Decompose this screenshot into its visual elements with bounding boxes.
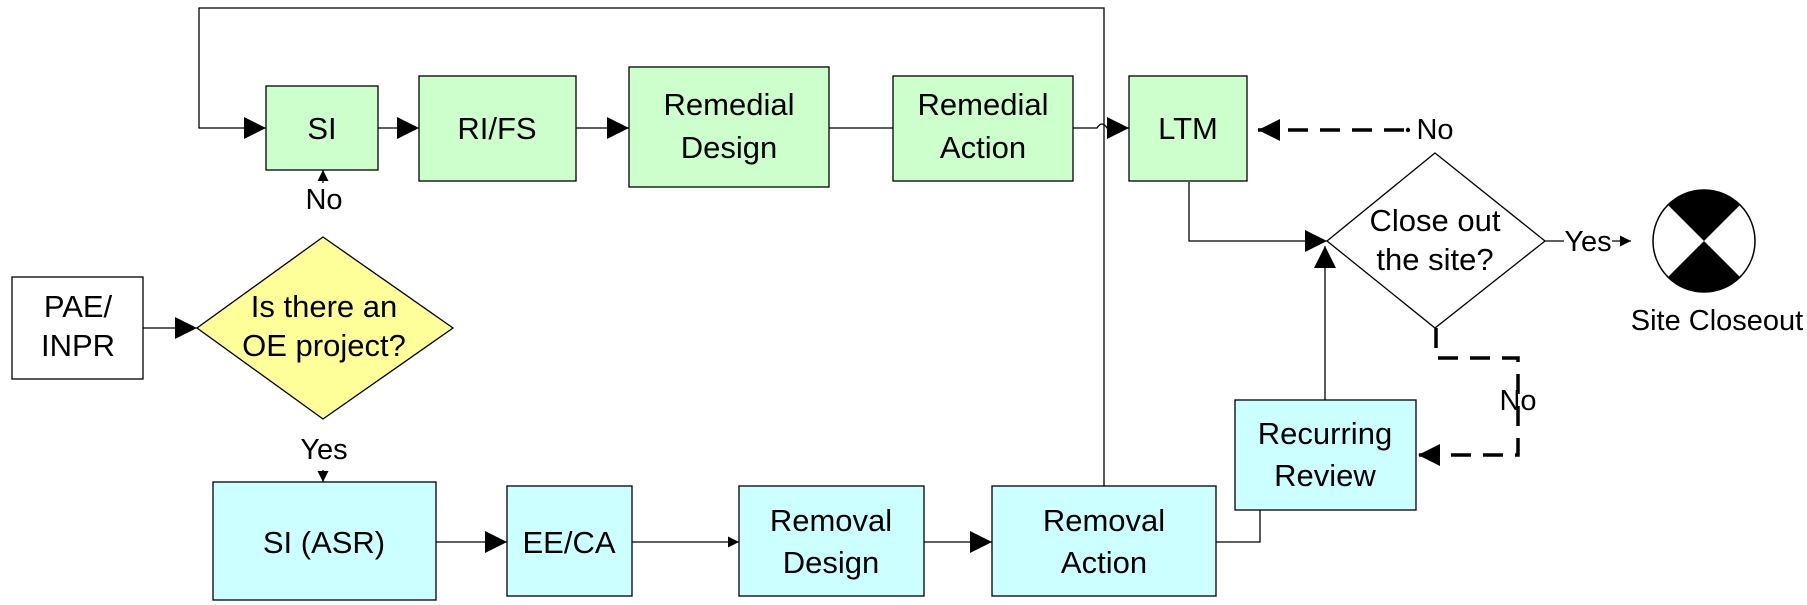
edge-removal-action-to-recurring xyxy=(1216,510,1261,543)
removal-design-box: Removal Design xyxy=(738,485,925,597)
oe-yes-label: Yes xyxy=(300,434,347,466)
pae-inpr-line1: PAE/ xyxy=(44,289,113,324)
closeout-decision: Close out the site? xyxy=(1325,152,1547,329)
removal-action-box: Removal Action xyxy=(991,485,1217,597)
ri-fs-box: RI/FS xyxy=(418,75,577,182)
oe-no-label: No xyxy=(305,184,342,216)
remedial-design-line2: Design xyxy=(681,130,778,165)
removal-action-line2: Action xyxy=(1061,545,1147,580)
removal-design-line1: Removal xyxy=(770,503,892,538)
ltm-label: LTM xyxy=(1158,111,1218,146)
closeout-yes-label: Yes xyxy=(1564,226,1611,258)
remedial-action-line1: Remedial xyxy=(918,87,1049,122)
recurring-review-box-shape xyxy=(1234,399,1417,511)
closeout-no-bottom-label: No xyxy=(1499,385,1536,417)
remedial-action-box: Remedial Action xyxy=(892,75,1074,182)
closeout-no-top-label: No xyxy=(1416,114,1453,146)
oe-project-decision-shape xyxy=(195,236,455,420)
recurring-review-line1: Recurring xyxy=(1258,416,1392,451)
pae-inpr-line2: INPR xyxy=(41,328,115,363)
closeout-decision-line1: Close out xyxy=(1370,203,1501,238)
removal-design-line2: Design xyxy=(783,545,880,580)
removal-action-line1: Removal xyxy=(1043,503,1165,538)
edge-ltm-to-closeout xyxy=(1188,182,1327,252)
si-asr-label: SI (ASR) xyxy=(263,525,385,560)
edge-feedback-to-si xyxy=(198,7,1105,486)
ltm-box-shape xyxy=(1128,75,1248,182)
removal-design-box-shape xyxy=(738,485,925,597)
closeout-symbol-icon xyxy=(1652,189,1756,293)
ri-fs-label: RI/FS xyxy=(457,111,536,146)
si-label: SI xyxy=(307,111,336,146)
si-asr-box-shape xyxy=(212,481,437,601)
ee-ca-label: EE/CA xyxy=(522,525,615,560)
pae-inpr-box-shape xyxy=(11,276,144,380)
remedial-design-box: Remedial Design xyxy=(628,66,830,188)
oe-project-decision-line1: Is there an xyxy=(251,289,397,324)
recurring-review-box: Recurring Review xyxy=(1234,399,1417,511)
edge-remedial-action-to-ltm xyxy=(1073,117,1129,139)
oe-project-decision-line2: OE project? xyxy=(242,328,406,363)
remedial-design-line1: Remedial xyxy=(664,87,795,122)
remedial-action-line2: Action xyxy=(940,130,1026,165)
closeout-decision-line2: the site? xyxy=(1376,242,1493,277)
site-closeout-label: Site Closeout xyxy=(1631,305,1804,337)
recurring-review-line2: Review xyxy=(1274,458,1376,493)
ee-ca-box: EE/CA xyxy=(506,485,633,597)
remedial-design-box-shape xyxy=(628,66,830,188)
ee-ca-box-shape xyxy=(506,485,633,597)
removal-action-box-shape xyxy=(991,485,1217,597)
oe-project-decision: Is there an OE project? xyxy=(195,236,455,420)
si-asr-box: SI (ASR) xyxy=(212,481,437,601)
edge-closeout-no-dot xyxy=(1405,127,1411,133)
edge-closeout-no-to-recurring xyxy=(1418,328,1520,466)
closeout-decision-shape xyxy=(1325,152,1547,329)
remedial-action-box-shape xyxy=(892,75,1074,182)
si-box-shape xyxy=(265,85,379,171)
pae-inpr-box: PAE/ INPR xyxy=(11,276,144,380)
si-box: SI xyxy=(265,85,379,171)
ltm-box: LTM xyxy=(1128,75,1248,182)
site-closeout: Site Closeout xyxy=(1631,189,1804,337)
ri-fs-box-shape xyxy=(418,75,577,182)
